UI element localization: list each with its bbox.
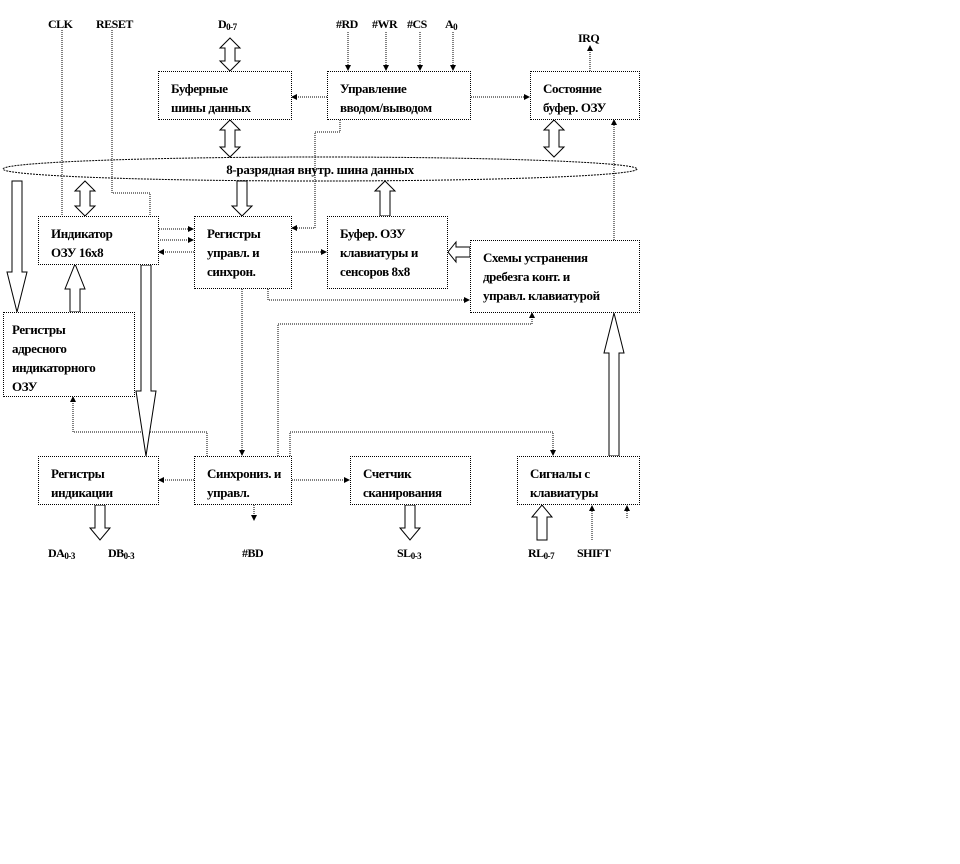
signal-rd: #RD [336,17,358,31]
signal-db-name: DB [108,546,124,560]
signal-d: D0-7 [218,17,237,32]
signal-shift: SHIFT [577,546,611,560]
signal-irq: IRQ [578,31,600,45]
bus-display-ram-arrow [73,180,97,217]
block-fifo-ram: Буфер. ОЗУ клавиатуры и сенсоров 8х8 [327,216,448,289]
signal-db-sub: 0-3 [123,551,135,561]
signal-rl-name: RL [528,546,544,560]
bus-control-arrow [230,180,254,217]
keyboard-debounce-arrow [603,312,625,457]
signal-cs: #CS [407,17,427,31]
bus-label: 8-разрядная внутр. шина данных [226,162,414,177]
block-io-control: Управление вводом/выводом [327,71,471,120]
timing-to-debounce [277,312,535,456]
signal-reset: RESET [96,17,133,31]
block-timing-control: Синхрониз. и управл. [194,456,292,505]
io-to-control-registers [291,120,341,231]
block-data-buffers: Буферные шины данных [158,71,292,120]
block-scan-counter: Счетчик сканирования [350,456,471,505]
signal-bd: #BD [242,546,264,560]
signal-rl-sub: 0-7 [543,551,555,561]
signal-sl: SL0-3 [397,546,422,561]
signal-rl: RL0-7 [528,546,555,561]
timing-to-keyboard-signals [289,431,556,456]
signal-sl-name: SL [397,546,411,560]
block-display-registers: Регистры индикации [38,456,159,505]
signal-db: DB0-3 [108,546,135,561]
debounce-fifo-arrow [447,240,471,264]
block-display-ram: Индикатор ОЗУ 16х8 [38,216,159,265]
block-keyboard-signals: Сигналы с клавиатуры [517,456,640,505]
rl-in-arrow [530,504,554,541]
display-ram-registers-arrow [135,264,157,457]
signal-d-sub: 0-7 [226,22,237,32]
reset-line [111,30,194,232]
signal-a0-sub: 0 [453,22,458,32]
signal-sl-sub: 0-3 [410,551,422,561]
signal-clk: CLK [48,17,73,31]
signal-da: DA0-3 [48,546,75,561]
signal-a0-name: A [445,17,454,31]
control-to-debounce [267,289,470,303]
block-control-registers: Регистры управл. и синхрон. [194,216,292,289]
block-fifo-status: Состояние буфер. ОЗУ [530,71,640,120]
display-out-arrow [88,504,112,541]
buffers-bus-arrow [218,119,242,158]
signal-wr: #WR [372,17,398,31]
signal-da-sub: 0-3 [64,551,75,561]
internal-data-bus [2,156,638,182]
signal-da-name: DA [48,546,65,560]
fifo-bus-arrow [373,180,397,217]
signal-d-name: D [218,17,227,31]
timing-to-display-address [70,396,208,456]
signal-a0: A0 [445,17,458,32]
scan-out-arrow [398,504,422,541]
bus-display-address-arrow [6,180,28,313]
status-bus-arrow [542,119,566,158]
block-display-address: Регистры адресного индикаторного ОЗУ [3,312,135,397]
display-address-ram-arrow [64,262,86,313]
block-debounce: Схемы устранения дребезга конт. и управл… [470,240,640,313]
d-bus-arrow [218,37,242,72]
